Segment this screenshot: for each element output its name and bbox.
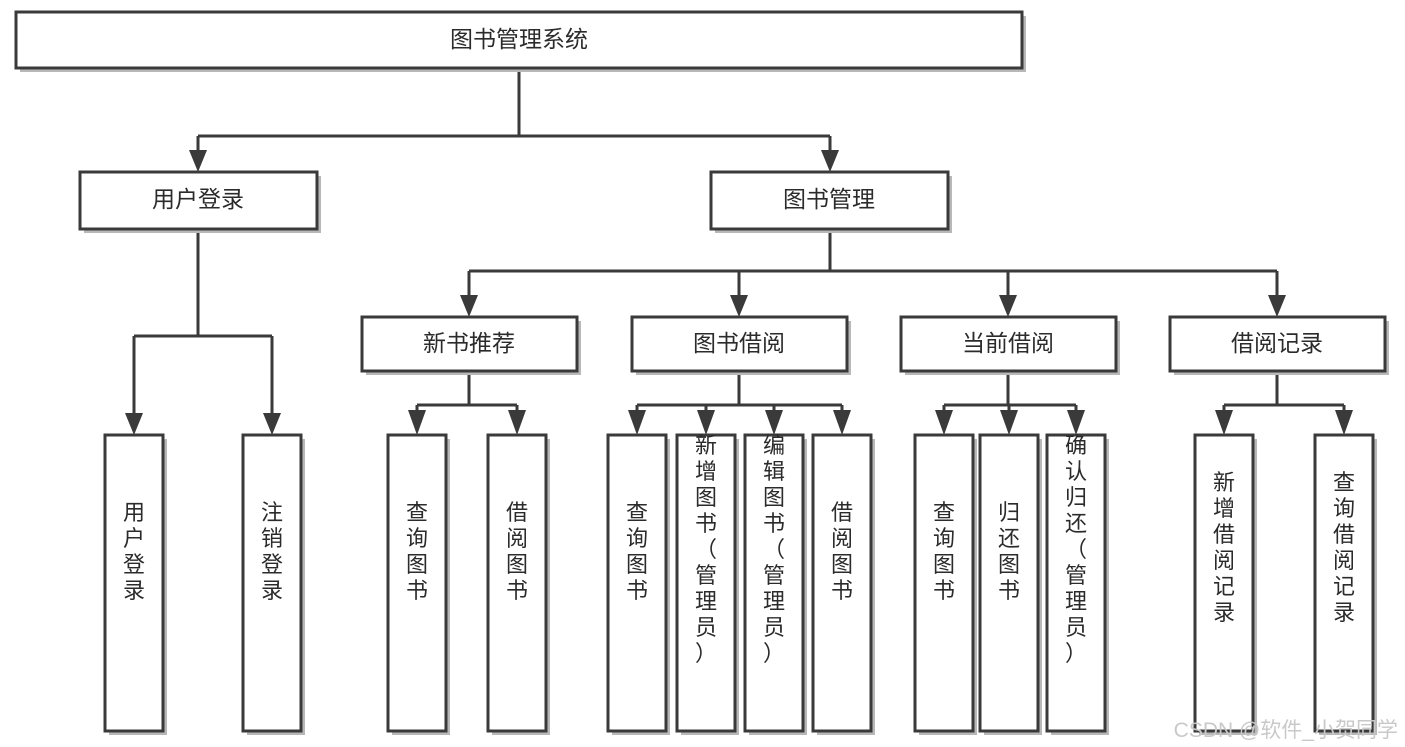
arrowhead-leaf-current-query [935, 410, 953, 435]
node-leaf-user-login[interactable]: 用户登录 [103, 433, 167, 735]
node-newbook[interactable]: 新书推荐 [360, 315, 581, 375]
node-bookmgmt-rect[interactable] [709, 170, 950, 231]
node-record-rect[interactable] [1168, 315, 1387, 373]
node-leaf-current-return-rect[interactable] [978, 433, 1040, 733]
node-leaf-user-login-label: 用户登录 [123, 500, 145, 603]
node-leaf-record-add-rect[interactable] [1193, 433, 1255, 733]
node-leaf-newbook-borrow[interactable]: 借阅图书 [486, 433, 550, 735]
node-leaf-current-query-rect[interactable] [913, 433, 975, 733]
node-leaf-record-query[interactable]: 查询借阅记录 [1313, 433, 1377, 735]
connector-layer [125, 68, 1353, 435]
arrowhead-bookmgmt [821, 150, 839, 172]
node-leaf-user-logout-rect[interactable] [241, 433, 303, 733]
node-leaf-user-logout-label: 注销登录 [261, 500, 283, 603]
csdn-watermark: CSDN @软件_小贺同学 [1174, 719, 1398, 742]
node-root-label: 图书管理系统 [450, 26, 588, 52]
node-borrow-label: 图书借阅 [693, 330, 785, 356]
arrowhead-current [999, 295, 1017, 317]
node-leaf-current-query-label: 查询图书 [933, 500, 955, 603]
arrowhead-leaf-user-logout [263, 413, 281, 435]
node-leaf-newbook-borrow-label: 借阅图书 [506, 500, 528, 603]
node-leaf-borrow-query[interactable]: 查询图书 [606, 433, 670, 735]
arrowhead-leaf-borrow-lend [833, 410, 851, 435]
node-newbook-label: 新书推荐 [423, 330, 515, 356]
node-leaf-current-return-label: 归还图书 [998, 500, 1020, 603]
node-leaf-current-query[interactable]: 查询图书 [913, 433, 977, 735]
node-leaf-current-confirm-rect[interactable] [1045, 433, 1107, 733]
node-leaf-record-add[interactable]: 新增借阅记录 [1193, 433, 1257, 735]
node-leaf-newbook-query-label: 查询图书 [406, 500, 428, 603]
node-borrow[interactable]: 图书借阅 [630, 315, 851, 375]
node-leaf-borrow-edit-rect[interactable] [743, 433, 805, 733]
node-leaf-user-login-rect[interactable] [103, 433, 165, 733]
node-leaf-borrow-lend-label: 借阅图书 [831, 500, 853, 603]
node-leaf-borrow-lend-rect[interactable] [811, 433, 873, 733]
node-leaf-user-logout[interactable]: 注销登录 [241, 433, 305, 735]
node-current-rect[interactable] [899, 315, 1118, 373]
node-newbook-rect[interactable] [360, 315, 579, 373]
node-borrow-rect[interactable] [630, 315, 849, 373]
node-leaf-borrow-add-rect[interactable] [675, 433, 737, 733]
node-current[interactable]: 当前借阅 [899, 315, 1120, 375]
node-record[interactable]: 借阅记录 [1168, 315, 1389, 375]
node-root-rect[interactable] [14, 10, 1024, 70]
arrowhead-leaf-record-add [1215, 410, 1233, 435]
arrowhead-leaf-borrow-query [628, 410, 646, 435]
arrowhead-leaf-borrow-add [697, 410, 715, 435]
arrowhead-borrow [730, 295, 748, 317]
node-leaf-newbook-borrow-rect[interactable] [486, 433, 548, 733]
node-current-label: 当前借阅 [962, 330, 1054, 356]
node-leaf-record-query-label: 查询借阅记录 [1333, 470, 1355, 625]
arrowhead-leaf-current-confirm [1067, 410, 1085, 435]
node-login-label: 用户登录 [152, 186, 244, 212]
node-leaf-borrow-query-label: 查询图书 [626, 500, 648, 603]
node-leaf-borrow-query-rect[interactable] [606, 433, 668, 733]
node-leaf-newbook-query-rect[interactable] [386, 433, 448, 733]
node-leaf-record-add-label: 新增借阅记录 [1213, 470, 1235, 625]
arrowhead-leaf-newbook-query [408, 410, 426, 435]
node-login[interactable]: 用户登录 [78, 170, 321, 233]
node-bookmgmt[interactable]: 图书管理 [709, 170, 952, 233]
arrowhead-record [1268, 295, 1286, 317]
node-leaf-current-confirm[interactable]: 确认归还（管理员） [1045, 433, 1109, 735]
node-leaf-borrow-edit[interactable]: 编辑图书（管理员） [743, 433, 807, 735]
node-leaf-record-query-rect[interactable] [1313, 433, 1375, 733]
node-root[interactable]: 图书管理系统 [14, 10, 1026, 72]
node-leaf-newbook-query[interactable]: 查询图书 [386, 433, 450, 735]
arrowhead-leaf-current-return [1000, 410, 1018, 435]
node-leaf-borrow-lend[interactable]: 借阅图书 [811, 433, 875, 735]
node-leaf-borrow-edit-label: 编辑图书（管理员） [763, 433, 785, 666]
node-leaf-current-return[interactable]: 归还图书 [978, 433, 1042, 735]
node-leaf-current-confirm-label: 确认归还（管理员） [1065, 433, 1087, 666]
arrowhead-newbook [460, 295, 478, 317]
node-leaf-borrow-add-label: 新增图书（管理员） [695, 433, 717, 666]
node-record-label: 借阅记录 [1231, 330, 1323, 356]
arrowhead-leaf-newbook-borrow [508, 410, 526, 435]
arrowhead-leaf-borrow-edit [765, 410, 783, 435]
node-bookmgmt-label: 图书管理 [783, 186, 875, 212]
arrowhead-leaf-user-login [125, 413, 143, 435]
node-leaf-borrow-add[interactable]: 新增图书（管理员） [675, 433, 739, 735]
node-login-rect[interactable] [78, 170, 319, 231]
arrowhead-login [189, 150, 207, 172]
arrowhead-leaf-record-query [1335, 410, 1353, 435]
